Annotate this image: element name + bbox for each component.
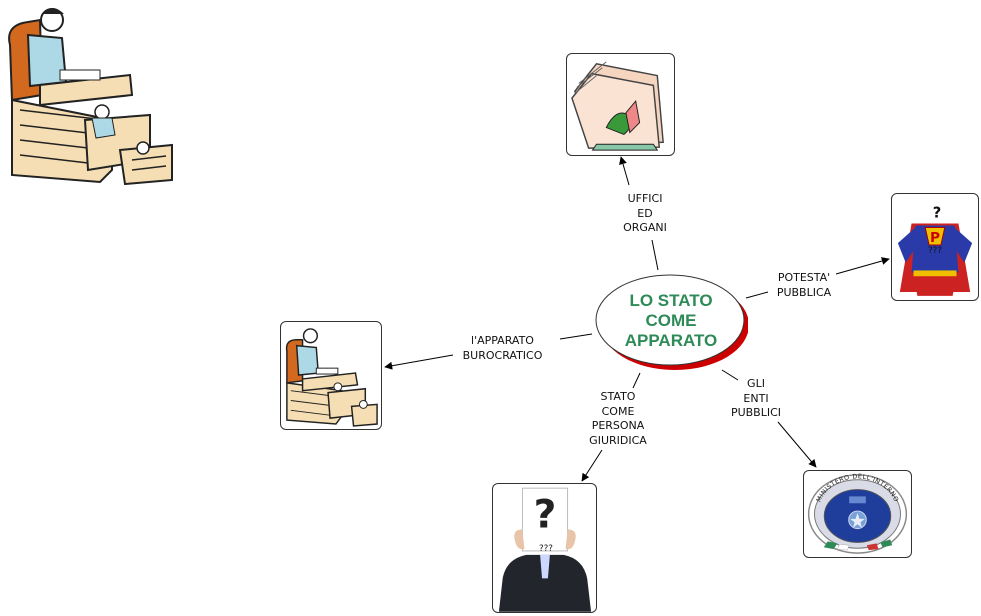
- central-concept[interactable]: LO STATO COME APPARATO: [594, 272, 748, 370]
- superhero-triple-question: ???: [928, 246, 942, 256]
- arrow-apparato-right: [559, 333, 593, 340]
- arrow-apparato-left: [384, 354, 454, 370]
- superhero-question-mark: ?: [933, 205, 942, 222]
- arrow-enti-top: [721, 369, 739, 381]
- bureaucrat-desk-illustration[interactable]: [280, 321, 382, 430]
- person-triple-question: ???: [539, 544, 553, 554]
- ministry-seal-illustration[interactable]: MINISTERO DELL'INTERNO: [803, 470, 912, 558]
- superhero-letter: P: [930, 230, 940, 246]
- bureaucrat-clipart-large: [0, 0, 175, 186]
- arrow-uffici-bottom: [651, 239, 659, 271]
- folders-illustration[interactable]: [566, 53, 675, 156]
- arrow-potesta-right: [835, 257, 890, 275]
- arrow-potesta-left: [745, 291, 769, 299]
- link-label-apparato: l'APPARATO BUROCRATICO: [462, 334, 543, 362]
- link-label-potesta: POTESTA' PUBBLICA: [776, 271, 832, 299]
- question-mark-person-illustration[interactable]: ? ???: [492, 483, 597, 613]
- link-label-uffici: UFFICI ED ORGANI: [623, 192, 667, 234]
- central-concept-text: LO STATO COME APPARATO: [624, 291, 718, 350]
- superhero-illustration[interactable]: P ? ???: [891, 193, 979, 301]
- link-label-enti: GLI ENTI PUBBLICI: [730, 377, 782, 419]
- person-question-mark: ?: [534, 492, 557, 537]
- link-label-persona: STATO COME PERSONA GIURIDICA: [589, 390, 647, 447]
- arrow-uffici-top: [619, 156, 630, 186]
- arrow-persona-bottom: [581, 449, 603, 482]
- arrow-enti-bottom: [777, 421, 817, 468]
- arrow-persona-top: [632, 372, 641, 389]
